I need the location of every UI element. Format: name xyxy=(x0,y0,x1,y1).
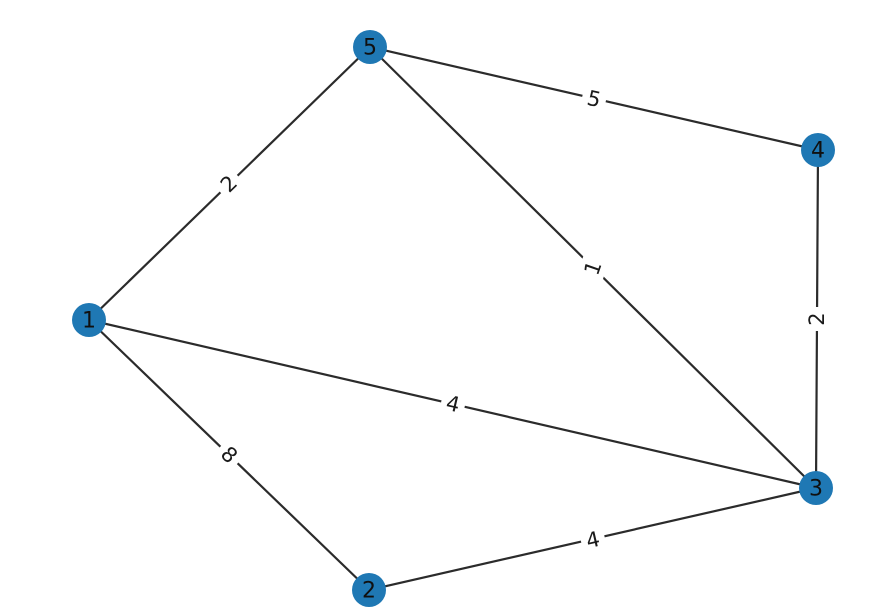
edge-weight-label-backdrop xyxy=(576,252,610,284)
edge-weight-label-backdrop xyxy=(804,307,830,331)
graph-node-circle-4[interactable] xyxy=(801,133,835,167)
graph-node-2[interactable]: 2 xyxy=(352,573,386,607)
graph-node-1[interactable]: 1 xyxy=(72,303,106,337)
edge-weight-label-backdrop xyxy=(211,437,247,473)
edge-weight-label-5-4: 5 xyxy=(579,83,609,115)
edge-weight-label-backdrop xyxy=(579,83,609,115)
edge-weight-label-backdrop xyxy=(438,388,468,420)
edge-weight-label-backdrop xyxy=(211,166,247,202)
edge-weight-label-4-3: 2 xyxy=(804,307,830,331)
edges-layer xyxy=(87,45,820,592)
graph-node-circle-2[interactable] xyxy=(352,573,386,607)
graph-node-4[interactable]: 4 xyxy=(801,133,835,167)
graph-node-3[interactable]: 3 xyxy=(799,471,833,505)
graph-node-circle-1[interactable] xyxy=(72,303,106,337)
edge-weight-label-backdrop xyxy=(578,524,608,556)
graph-node-circle-3[interactable] xyxy=(799,471,833,505)
edge-weight-label-2-3: 4 xyxy=(578,524,608,556)
graph-node-circle-5[interactable] xyxy=(353,30,387,64)
edge-weight-label-1-3: 4 xyxy=(438,388,468,420)
graph-node-5[interactable]: 5 xyxy=(353,30,387,64)
nodes-layer: 1 2 3 4 5 xyxy=(72,30,835,607)
